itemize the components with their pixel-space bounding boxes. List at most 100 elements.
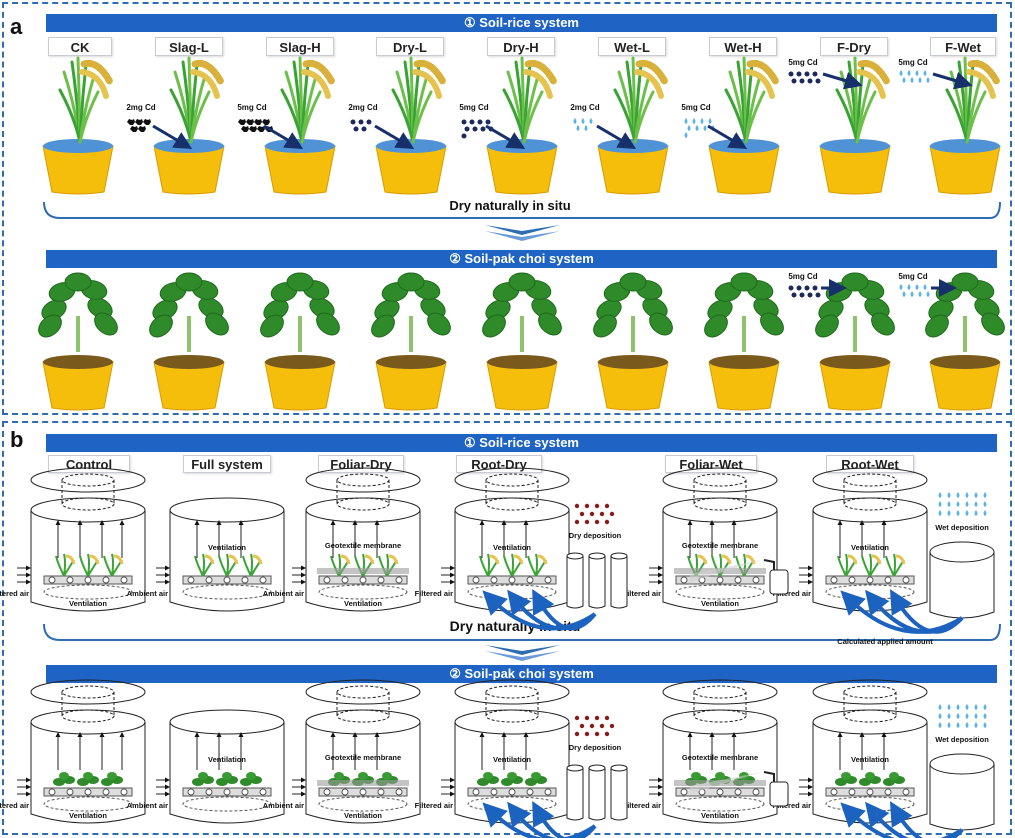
spray-bottle-nozzle — [763, 771, 775, 782]
dose-arrow — [707, 124, 748, 150]
deposition-flow-arrow — [532, 800, 597, 838]
dry-deposition-set: Dry deposition — [566, 503, 628, 609]
pot-top — [598, 139, 668, 153]
wet-drop — [687, 125, 691, 131]
mini-panicle — [340, 554, 351, 565]
tray-hole — [120, 576, 128, 584]
chamber-duct-bottom — [61, 709, 115, 723]
tray-hole — [395, 788, 403, 796]
chamber-top — [30, 709, 146, 735]
deposition-cylinder — [588, 768, 606, 821]
mini-pakchoi-leaf — [835, 778, 847, 786]
tray-hole — [884, 788, 892, 796]
label-wet-h: Wet-H — [709, 37, 777, 56]
rice-leaf — [835, 88, 859, 144]
wet-drop — [910, 77, 914, 83]
label-slag-l: Slag-L — [155, 37, 223, 56]
slag-particle — [143, 119, 151, 125]
rice-panicle — [634, 69, 664, 99]
chamber-top — [812, 497, 928, 523]
pakchoi-leaf — [815, 314, 839, 338]
tray-hole — [472, 788, 480, 796]
dry-particle — [807, 78, 813, 84]
tray-hole — [734, 576, 742, 584]
mini-pakchoi-leaf — [865, 772, 875, 780]
deposition-flow-arrow — [889, 589, 964, 634]
deposition-cylinder — [588, 556, 606, 609]
wet-collector-top — [929, 541, 995, 563]
foliar-dose-arrow — [822, 71, 863, 90]
dry-deposition-particle — [594, 715, 600, 721]
wet-deposition-drop — [974, 722, 978, 728]
pakchoi-dose-label-8: 5mg Cd — [898, 272, 927, 281]
tray-hole — [472, 576, 480, 584]
wet-deposition-drop — [947, 713, 951, 719]
wet-deposition-label: Wet deposition — [935, 735, 989, 744]
panel-a-banner-soil-pakchoi: ② Soil-pak choi system — [46, 250, 997, 268]
wet-deposition-drop — [983, 713, 987, 719]
wet-drop — [902, 291, 906, 297]
dose-arrow — [485, 124, 526, 150]
geotextile-membrane — [317, 568, 409, 574]
tray-hole — [187, 576, 195, 584]
dry-deposition-particle — [599, 511, 605, 517]
rice-plant — [391, 56, 447, 144]
wet-particles — [899, 70, 930, 83]
tray-hole — [259, 576, 267, 584]
panel-a-dry-naturally-label: Dry naturally in situ — [449, 198, 571, 213]
chamber-top — [169, 709, 285, 735]
dry-deposition-particle — [594, 519, 600, 525]
chamber-top — [305, 497, 421, 523]
chamber-cap-inner — [693, 473, 747, 487]
dose-label-foliar-8: 5mg Cd — [898, 58, 927, 67]
dry-particle — [796, 71, 802, 77]
ventilation-label: Ventilation — [701, 811, 739, 820]
panel-a-banner-soil-rice: ① Soil-rice system — [46, 14, 997, 32]
chamber-cap — [30, 467, 146, 493]
dry-deposition-particle — [584, 715, 590, 721]
mini-pakchoi-leaf — [59, 772, 69, 780]
tray-hole — [223, 576, 231, 584]
pakchoi-leaf — [397, 272, 425, 292]
dry-deposition-particle — [589, 723, 595, 729]
wet-drop — [708, 118, 712, 124]
wet-drop — [584, 125, 588, 131]
pakchoi-leaf — [760, 312, 784, 336]
mini-panicle — [697, 554, 708, 565]
chamber-top — [812, 709, 928, 735]
dose-label-1: 2mg Cd — [126, 103, 155, 112]
air-source-label: Ambient air — [263, 589, 304, 598]
rice-plant — [280, 56, 336, 144]
wet-drop — [581, 118, 585, 124]
tray-hole — [866, 576, 874, 584]
rice-leaf — [855, 90, 877, 144]
mini-pakchoi-leaf — [841, 772, 851, 780]
tray-hole — [508, 788, 516, 796]
rice-plant — [724, 56, 780, 144]
rice-pot — [153, 139, 225, 195]
pot-body — [929, 145, 1001, 195]
dry-deposition-particle — [574, 715, 580, 721]
deposition-flow-arrow — [532, 588, 597, 631]
pakchoi-leaf — [175, 272, 203, 292]
dry-particle — [804, 71, 810, 77]
pot-body — [597, 145, 669, 195]
mini-panicle — [388, 554, 399, 565]
tray-hole — [830, 788, 838, 796]
tray-base — [318, 584, 408, 600]
tray-hole — [84, 788, 92, 796]
tray-hole — [241, 788, 249, 796]
wet-drop — [692, 118, 696, 124]
air-source-label: Filtered air — [0, 801, 29, 810]
wet-deposition-drop — [965, 722, 969, 728]
wet-drop — [573, 118, 577, 124]
chamber-cap — [454, 679, 570, 705]
pot-body — [597, 361, 669, 411]
wet-deposition-drop — [974, 713, 978, 719]
mini-panicle — [113, 554, 124, 565]
tray-base — [318, 796, 408, 812]
chamber-duct-bottom — [843, 709, 897, 723]
